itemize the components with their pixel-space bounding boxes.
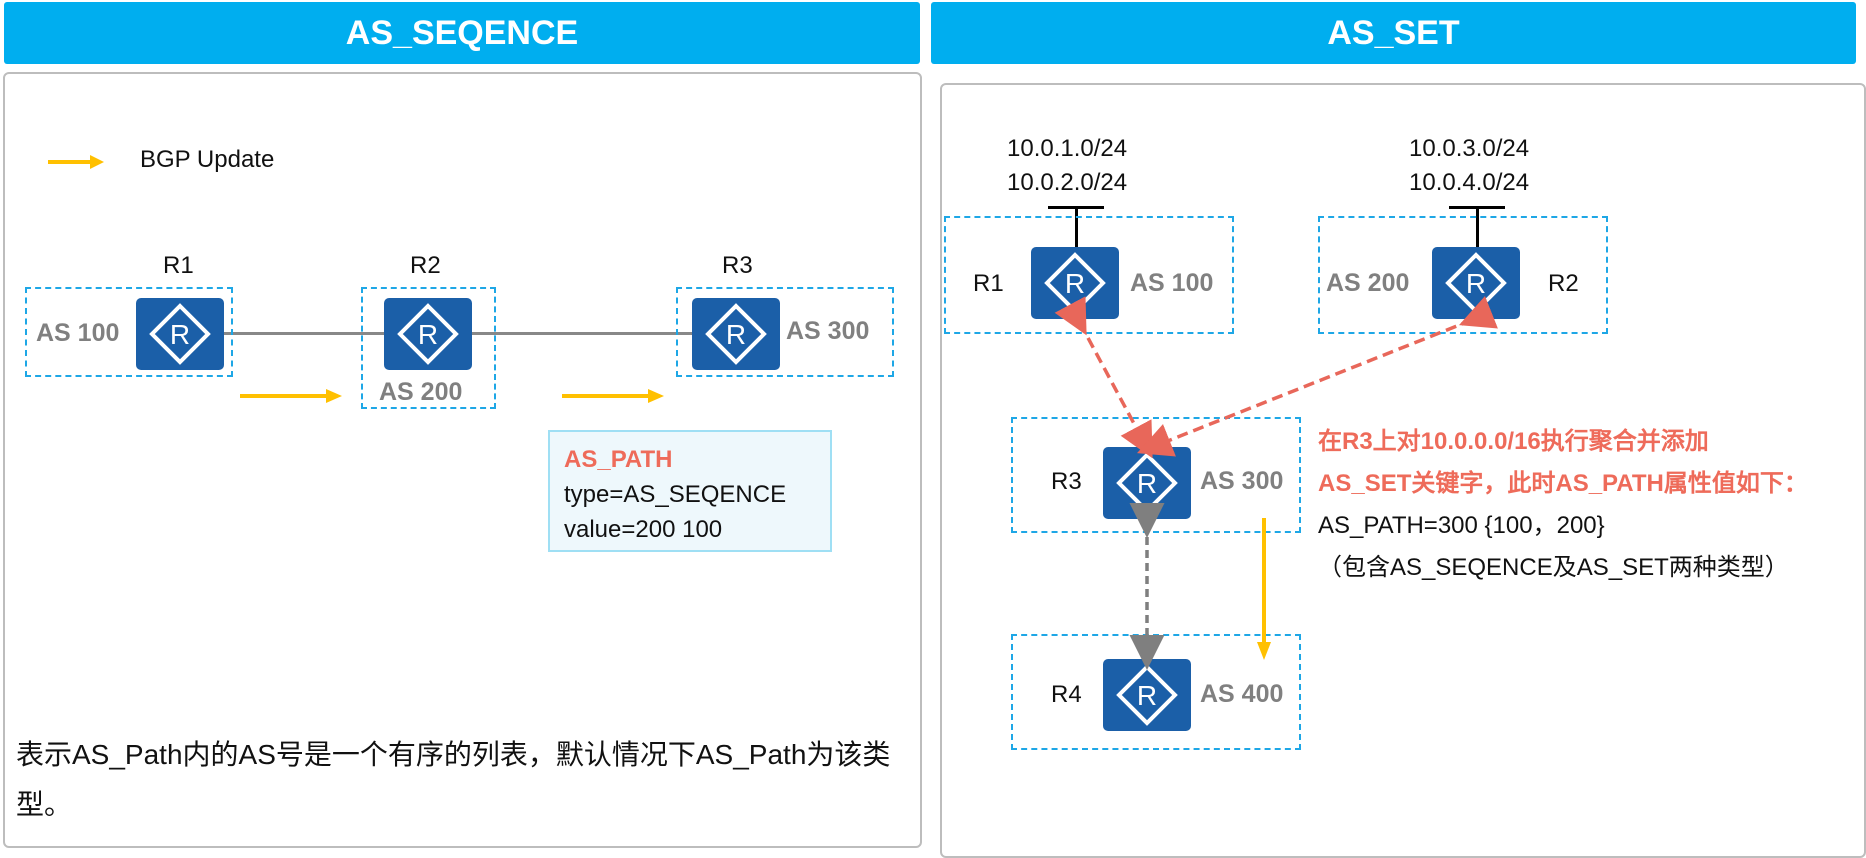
- as200-label: AS 200: [379, 378, 463, 406]
- svg-text:R: R: [726, 319, 746, 350]
- r3-name: R3: [1051, 468, 1082, 495]
- r2-label: R2: [410, 252, 441, 279]
- note-line-1: 在R3上对10.0.0.0/16执行聚合并添加: [1318, 428, 1709, 455]
- as300-box: [676, 287, 894, 377]
- r2-network-stub: [1476, 207, 1479, 250]
- aspath-value: value=200 100: [564, 516, 723, 543]
- r2-name: R2: [1548, 270, 1579, 297]
- aspath-type: type=AS_SEQENCE: [564, 481, 787, 508]
- router-icon: R: [1103, 659, 1191, 731]
- r3-as: AS 300: [1200, 467, 1284, 495]
- svg-text:R: R: [1466, 268, 1486, 299]
- router-icon: R: [1432, 247, 1520, 319]
- aspath-result: AS_PATH=300 {100，200}: [1318, 512, 1605, 539]
- router-icon: R: [384, 298, 472, 370]
- left-header: AS_SEQENCE: [4, 2, 920, 64]
- r1-prefix-1: 10.0.1.0/24: [1007, 135, 1128, 162]
- left-title: AS_SEQENCE: [345, 13, 579, 52]
- r2-prefix-2: 10.0.4.0/24: [1409, 169, 1530, 196]
- update-arrow-icon: [562, 389, 664, 403]
- svg-text:R: R: [418, 319, 438, 350]
- r4-name: R4: [1051, 681, 1082, 708]
- right-title: AS_SET: [1327, 13, 1460, 52]
- as300-label: AS 300: [786, 317, 870, 345]
- as100-box: [25, 287, 233, 377]
- r2-prefix-1: 10.0.3.0/24: [1409, 135, 1530, 162]
- router-icon: R: [136, 298, 224, 370]
- note-line-2: AS_SET关键字，此时AS_PATH属性值如下：: [1318, 470, 1808, 497]
- legend-label: BGP Update: [140, 146, 275, 173]
- right-header: AS_SET: [931, 2, 1856, 64]
- aspath-title: AS_PATH: [564, 446, 673, 473]
- router-icon: R: [1103, 447, 1191, 519]
- aspath-result-note: （包含AS_SEQENCE及AS_SET两种类型）: [1318, 554, 1789, 581]
- r4-as: AS 400: [1200, 680, 1284, 708]
- as200-box: [361, 287, 496, 409]
- svg-text:R: R: [1137, 468, 1157, 499]
- svg-text:R: R: [1065, 268, 1085, 299]
- r3-note: 在R3上对10.0.0.0/16执行聚合并添加 AS_SET关键字，此时AS_P…: [1318, 421, 1808, 589]
- r1-prefix-2: 10.0.2.0/24: [1007, 169, 1128, 196]
- r1-network-stub: [1075, 207, 1078, 250]
- r1-label: R1: [163, 252, 194, 279]
- description-text: 表示AS_Path内的AS号是一个有序的列表，默认情况下AS_Path为该类型。: [16, 739, 891, 820]
- legend-arrow-icon: [48, 155, 104, 169]
- r3-label: R3: [722, 252, 753, 279]
- update-arrow-icon: [240, 389, 342, 403]
- r1-as: AS 100: [1130, 269, 1214, 297]
- router-icon: R: [1031, 247, 1119, 319]
- router-icon: R: [692, 298, 780, 370]
- r1-prefixes: 10.0.1.0/24 10.0.2.0/24: [1007, 132, 1127, 200]
- svg-text:R: R: [1137, 680, 1157, 711]
- svg-text:R: R: [170, 319, 190, 350]
- r1-name: R1: [973, 270, 1004, 297]
- aspath-box: AS_PATH type=AS_SEQENCE value=200 100: [548, 430, 832, 552]
- r2-as: AS 200: [1326, 269, 1410, 297]
- right-panel: [940, 83, 1866, 858]
- as100-label: AS 100: [36, 319, 120, 347]
- r2-prefixes: 10.0.3.0/24 10.0.4.0/24: [1409, 132, 1529, 200]
